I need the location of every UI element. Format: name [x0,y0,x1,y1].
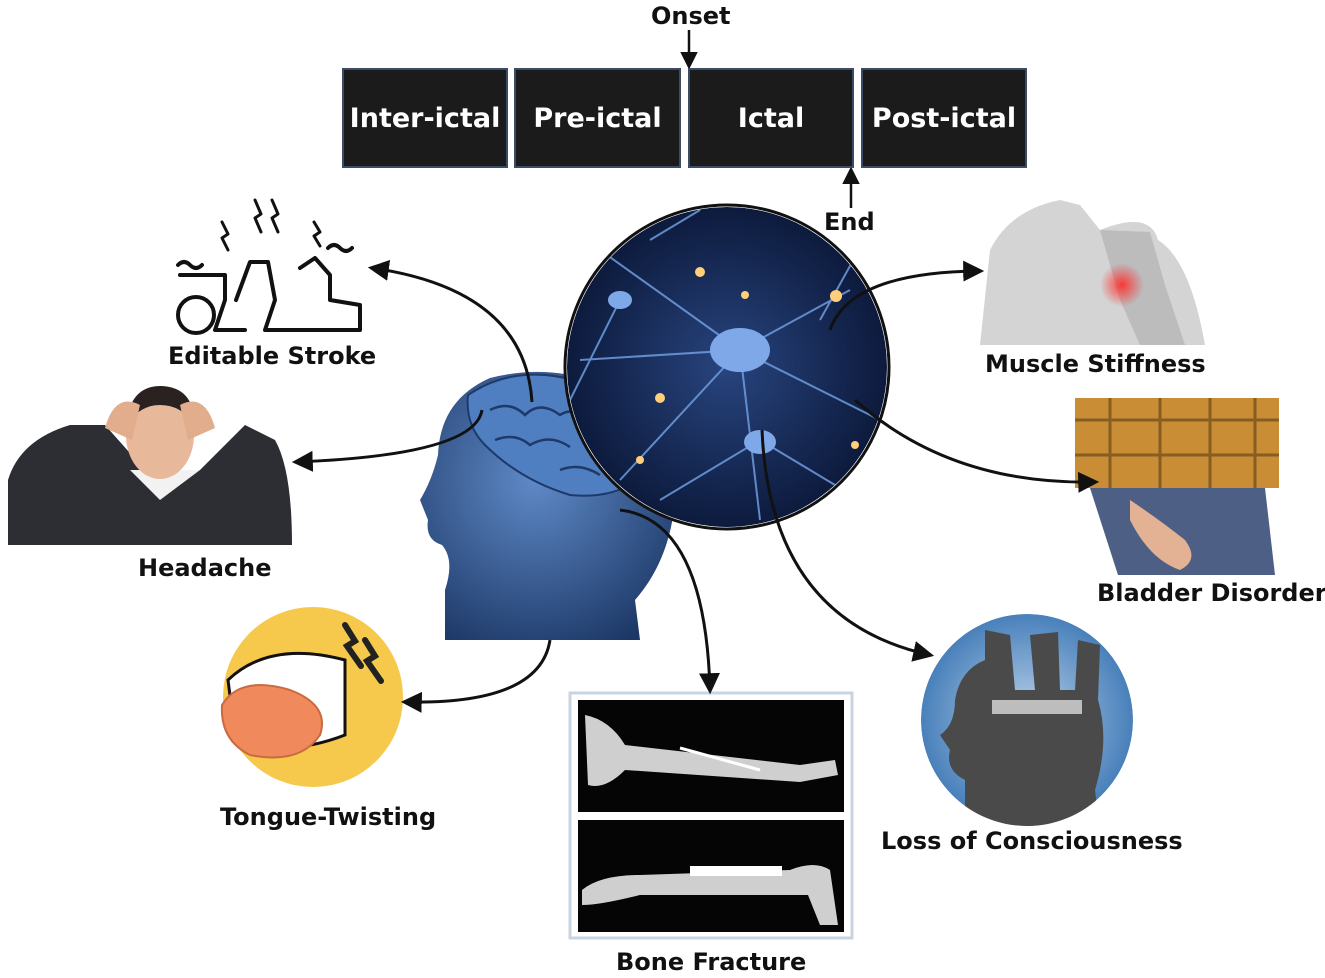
onset-label: Onset [651,2,731,30]
arrow-to-bladder-disorder [854,398,1100,493]
phase-box-ictal: Ictal [688,68,854,168]
phase-box-inter-ictal: Inter-ictal [342,68,508,168]
label-bladder-disorder: Bladder Disorder [1097,579,1325,607]
label-tongue-twisting: Tongue-Twisting [220,803,437,831]
label-muscle-stiffness: Muscle Stiffness [985,350,1206,378]
stroke-figure-icon [176,198,362,335]
end-label: End [824,208,875,236]
arrow-to-editable-stroke [367,260,534,403]
bone-fracture-xray-image [568,691,854,940]
loss-of-consciousness-image [919,612,1135,828]
neuron-network-image [563,203,891,531]
arrow-to-bone-fracture [619,508,720,695]
muscle-stiffness-image [980,200,1205,345]
arrow-to-tongue-twisting [400,639,552,713]
arrow-to-loss-of-consciousness [760,429,935,662]
arrow-to-headache [291,409,484,472]
tongue-twisting-emoji [220,607,403,787]
label-bone-fracture: Bone Fracture [616,948,807,976]
bladder-disorder-image [1075,398,1279,575]
arrow-to-muscle-stiffness [828,260,985,331]
label-headache: Headache [138,554,272,582]
headache-person-image [8,385,292,545]
label-loss-of-consciousness: Loss of Consciousness [881,827,1183,855]
phase-box-pre-ictal: Pre-ictal [514,68,681,168]
phase-box-post-ictal: Post-ictal [861,68,1027,168]
label-editable-stroke: Editable Stroke [168,342,377,370]
